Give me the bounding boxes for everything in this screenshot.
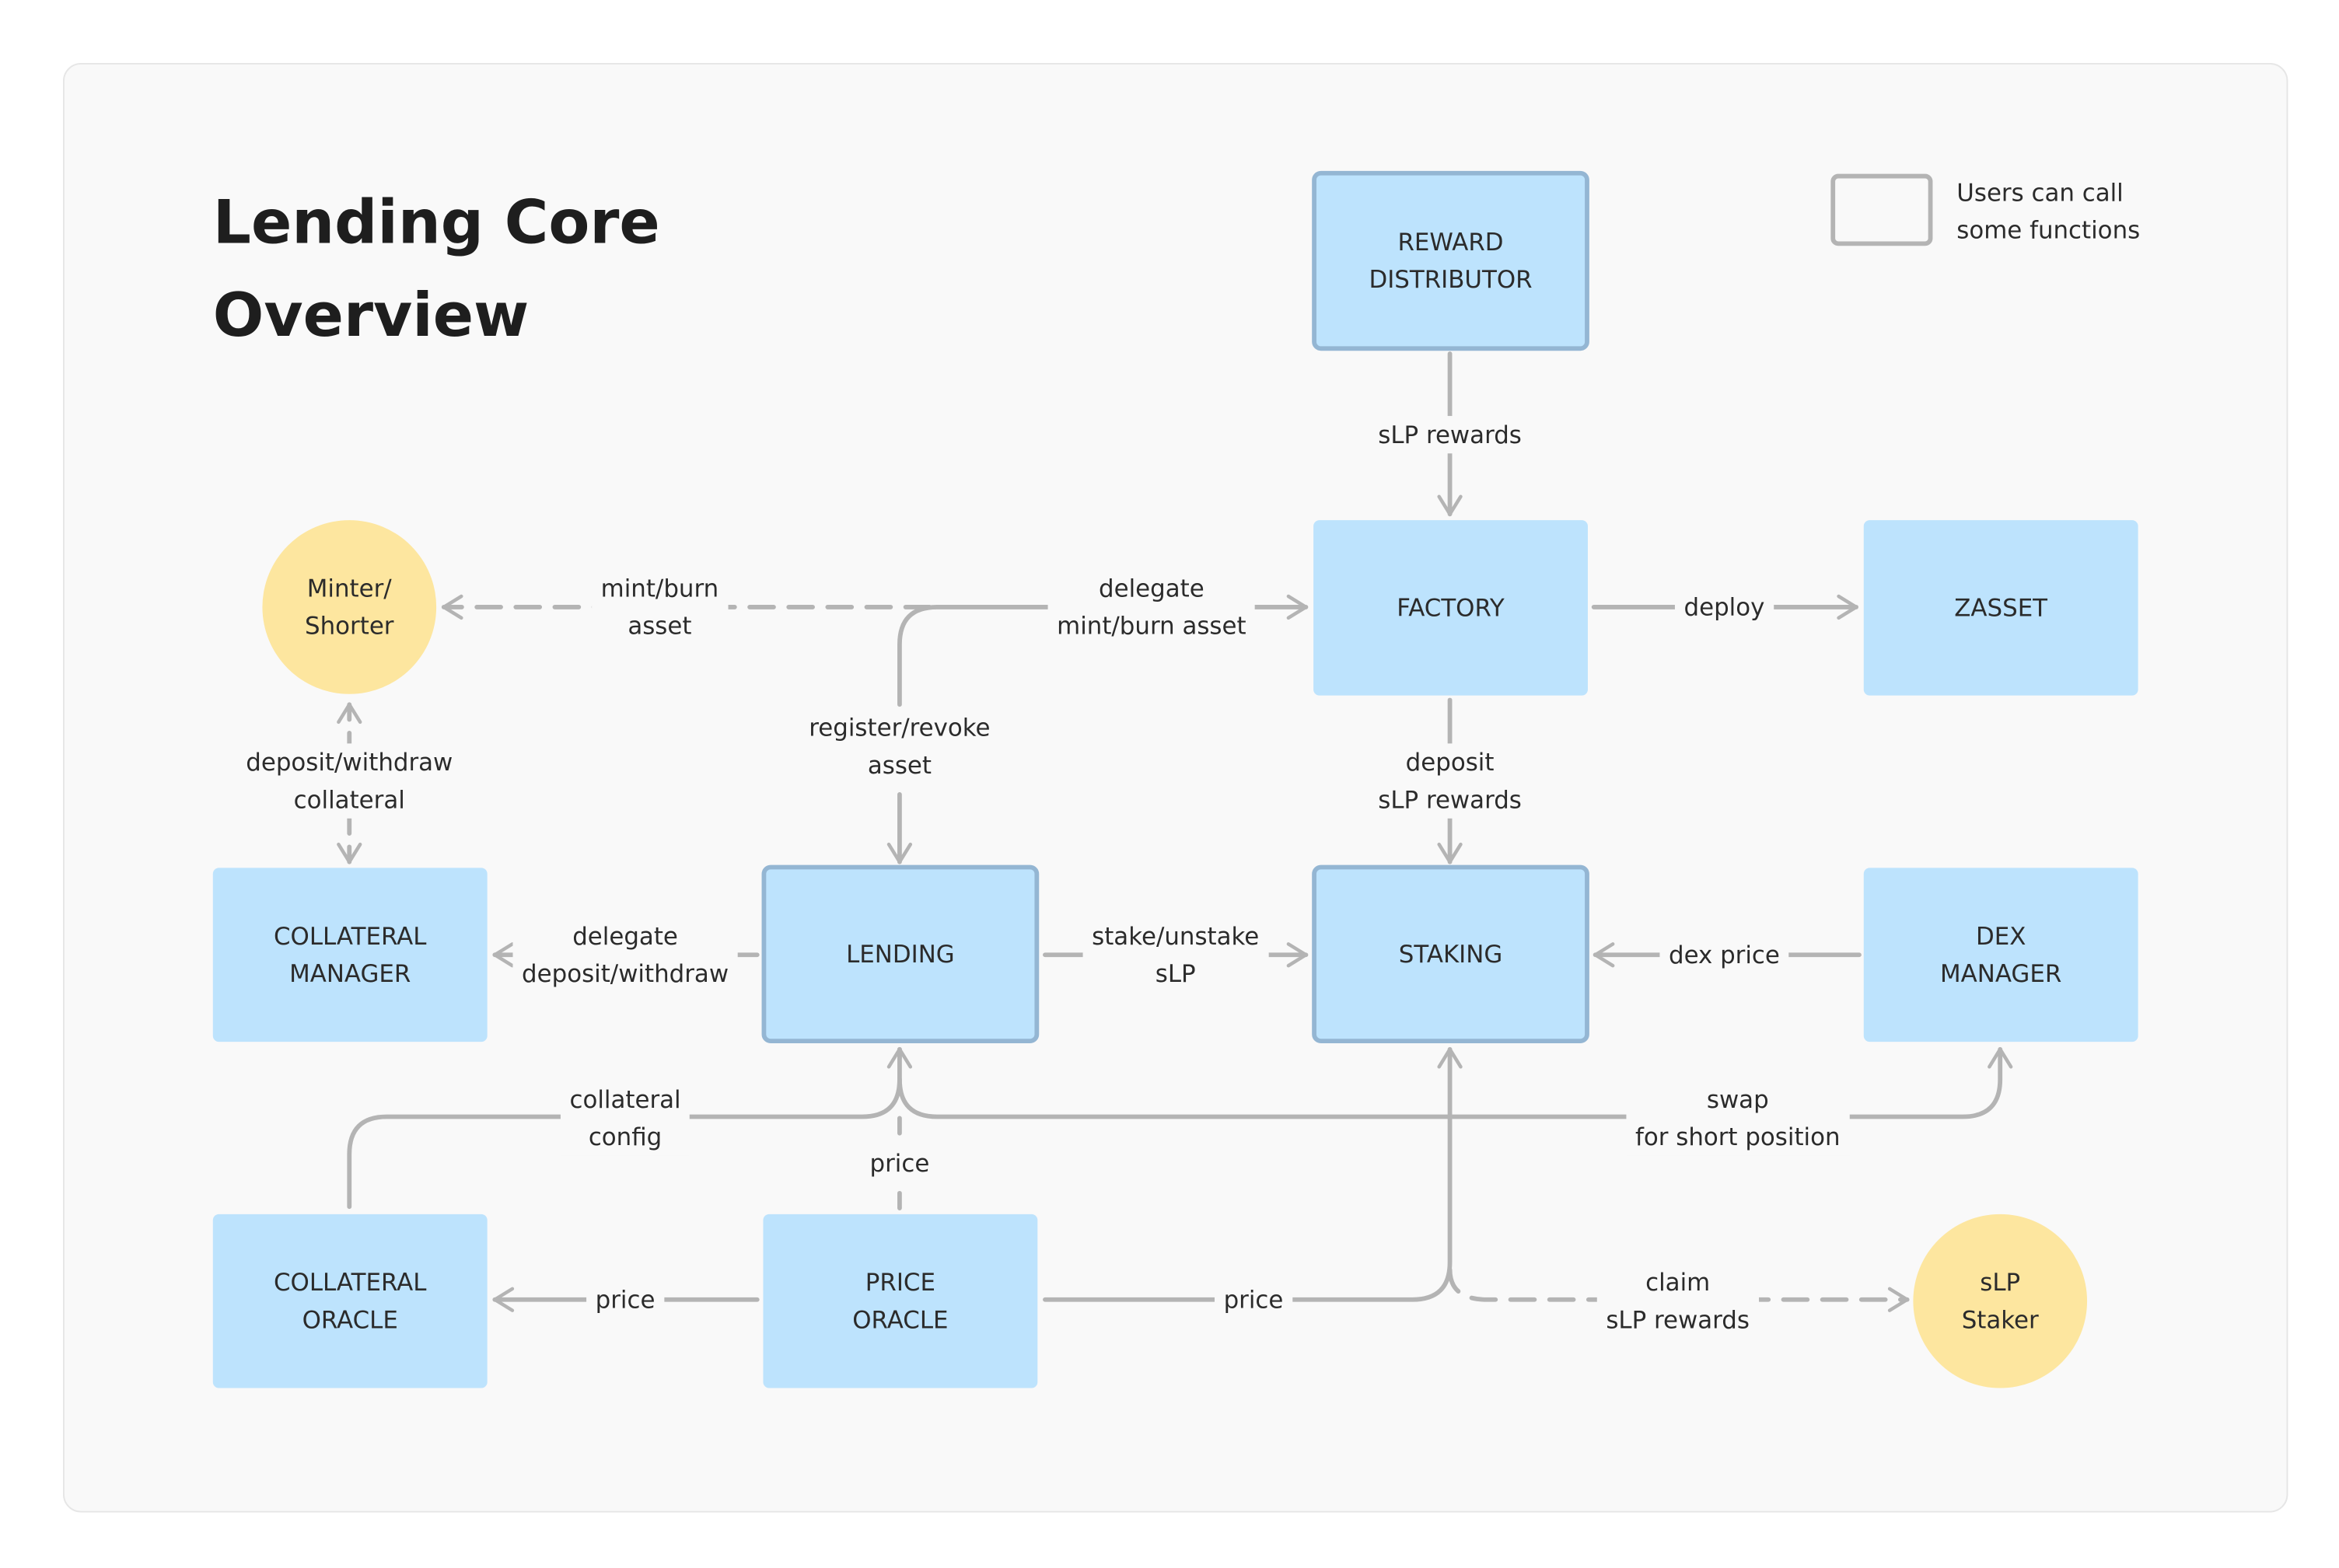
label-delegate-mint-burn: delegate mint/burn asset [1047,569,1256,645]
node-label: ZASSET [1954,593,2048,623]
node-label: COLLATERAL [274,1268,427,1297]
node-label: PRICE [865,1268,935,1297]
label-text: deploy [1683,592,1765,622]
label-text: delegate [1099,574,1204,603]
label-text: sLP rewards [1606,1305,1750,1335]
edge-price-to-staking [1043,1046,1463,1302]
node-label: STAKING [1398,939,1503,969]
label-text: swap [1706,1085,1769,1114]
actor-label: Shorter [305,611,394,641]
label-claim-slp-rewards: claim sLP rewards [1596,1263,1759,1339]
node-label: COLLATERAL [274,921,427,951]
node-zasset[interactable]: ZASSET [1863,520,2138,696]
node-label: DISTRIBUTOR [1369,265,1533,294]
node-label: REWARD [1397,228,1504,257]
label-text: deposit/withdraw [246,748,453,777]
node-reward-distributor[interactable]: REWARD DISTRIBUTOR [1312,170,1589,351]
page-title: Lending Core Overview [213,177,813,363]
label-text: collateral [293,785,405,815]
label-register-revoke: register/revoke asset [799,709,1000,784]
label-delegate-deposit-withdraw: delegate deposit/withdraw [512,917,738,993]
title-line-2: Overview [212,281,530,351]
node-label: MANAGER [289,959,411,988]
node-label: LENDING [846,939,955,969]
label-text: dex price [1668,940,1780,969]
node-dex-manager[interactable]: DEX MANAGER [1863,868,2138,1042]
node-collateral-oracle[interactable]: COLLATERAL ORACLE [212,1214,488,1388]
label-deposit-withdraw-collateral: deposit/withdraw collateral [236,743,462,819]
node-label: DEX [1975,921,2026,951]
node-label: FACTORY [1397,593,1505,623]
label-text: deposit [1405,748,1495,777]
label-text: asset [628,611,692,641]
edge-delegate-mint-burn [897,594,1309,707]
actor-label: Staker [1961,1305,2039,1335]
legend-line-1: Users can call [1956,178,2124,208]
label-dex-price: dex price [1659,936,1789,974]
label-text: mint/burn asset [1057,611,1246,641]
node-collateral-manager[interactable]: COLLATERAL MANAGER [212,868,488,1042]
label-text: mint/burn [600,574,719,603]
label-price-to-lending: price [860,1144,939,1182]
label-text: price [1223,1285,1284,1315]
label-text: sLP rewards [1378,785,1522,815]
label-text: sLP [1155,959,1196,988]
label-text: stake/unstake [1092,921,1260,951]
title-line-1: Lending Core [212,188,660,258]
node-lending[interactable]: LENDING [761,864,1040,1044]
actor-slp-staker[interactable]: sLP Staker [1913,1214,2088,1388]
label-text: config [588,1123,663,1151]
label-text: delegate [572,921,678,951]
node-label: MANAGER [1940,959,2062,988]
label-deploy: deploy [1674,588,1774,627]
node-label: ORACLE [302,1305,398,1335]
label-mint-burn-asset: mint/burn asset [592,569,728,645]
node-label: ORACLE [852,1305,949,1335]
label-text: collateral [569,1085,681,1114]
label-deposit-slp-rewards: deposit sLP rewards [1369,743,1531,819]
label-text: register/revoke [809,713,991,742]
label-price-to-collateral-oracle: price [586,1280,665,1318]
label-text: claim [1645,1268,1711,1297]
label-slp-rewards: sLP rewards [1369,416,1531,454]
legend-text: Users can call some functions [1956,174,2140,249]
node-price-oracle[interactable]: PRICE ORACLE [763,1214,1038,1388]
label-text: sLP rewards [1378,420,1522,449]
label-text: asset [867,751,932,780]
actor-minter-shorter[interactable]: Minter/ Shorter [262,520,437,694]
edge-swap-short [897,1046,2013,1119]
label-text: price [595,1285,656,1315]
label-text: for short position [1635,1123,1841,1151]
label-collateral-config: collateral config [560,1081,691,1156]
legend-swatch [1830,173,1933,246]
label-price-to-staking: price [1215,1280,1292,1318]
label-stake-unstake: stake/unstake sLP [1082,917,1268,993]
actor-label: Minter/ [306,574,392,603]
label-text: price [869,1148,930,1178]
label-text: deposit/withdraw [522,959,729,988]
legend-line-2: some functions [1956,215,2141,245]
node-staking[interactable]: STAKING [1312,864,1589,1044]
edge-claim-slp-rewards [1447,1267,1910,1312]
actor-label: sLP [1980,1268,2021,1297]
label-swap-short: swap for short position [1626,1081,1850,1156]
node-factory[interactable]: FACTORY [1313,520,1588,696]
